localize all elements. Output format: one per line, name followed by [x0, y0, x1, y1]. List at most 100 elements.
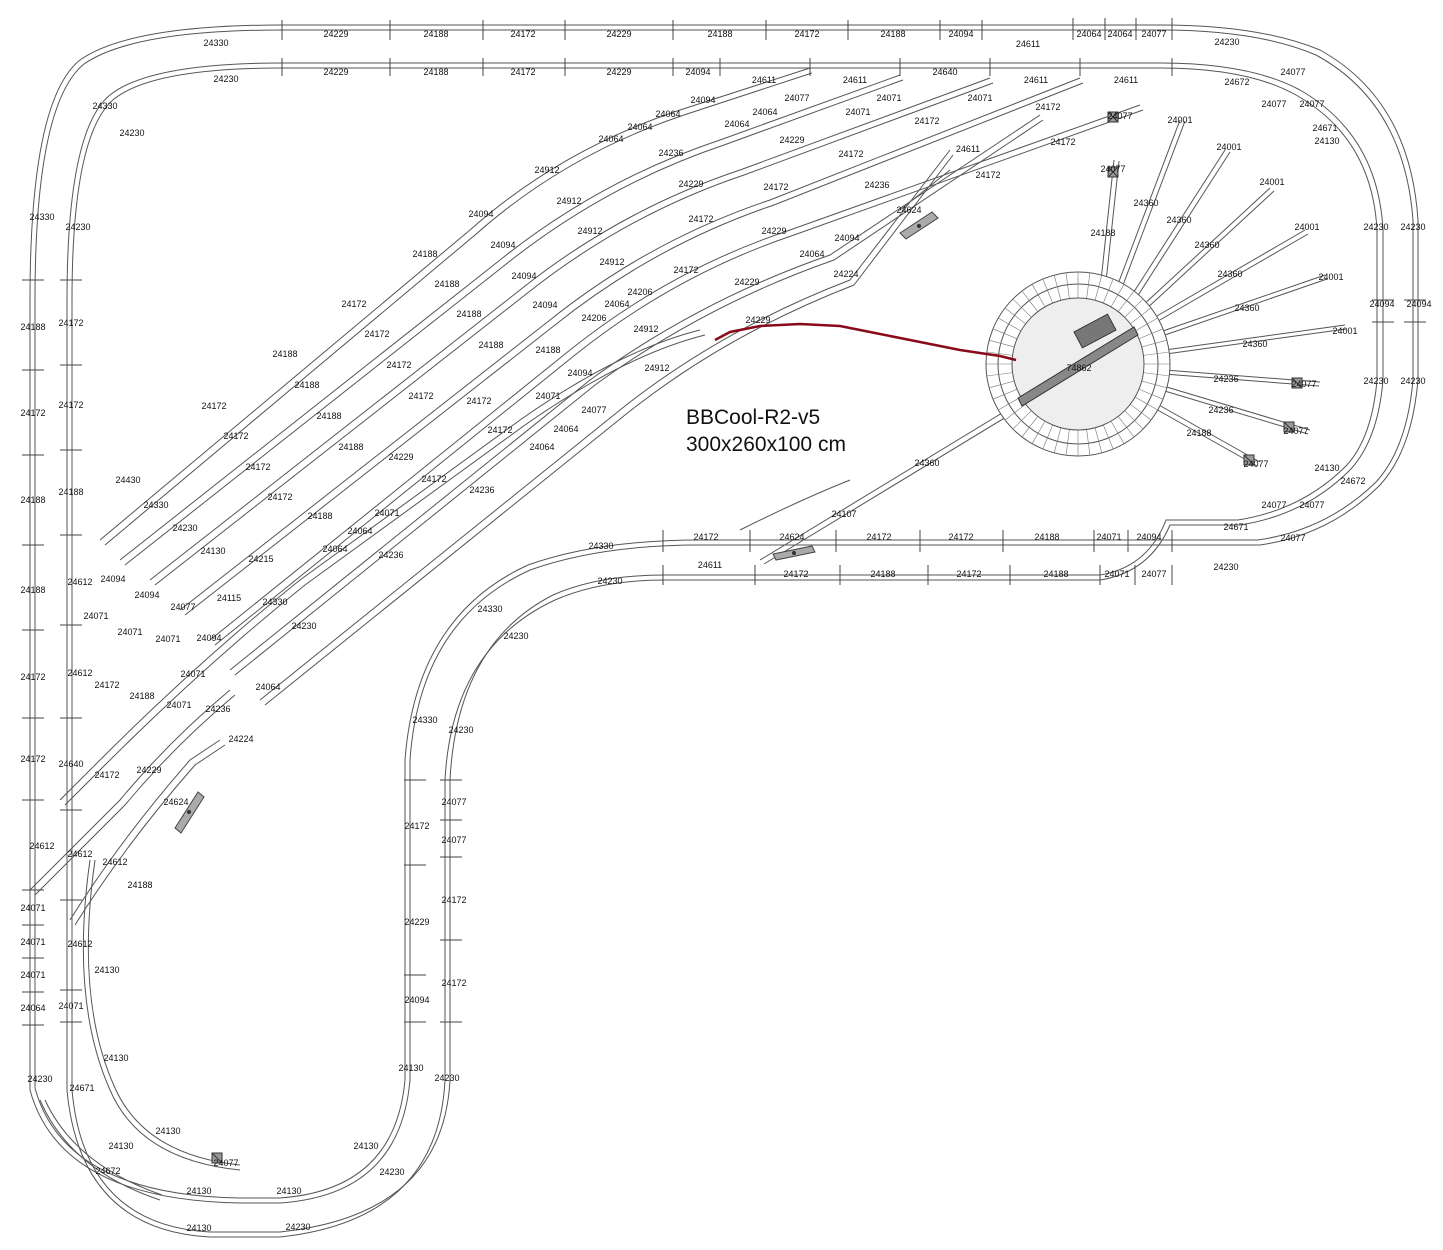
track-part-label: 24188: [423, 67, 448, 77]
track-part-label: 24672: [1224, 77, 1249, 87]
track-part-label: 24071: [20, 903, 45, 913]
track-part-label: 24077: [1141, 29, 1166, 39]
switch-motor-icon[interactable]: [174, 791, 205, 834]
track-part-label: 24230: [291, 621, 316, 631]
track-part-label: 24188: [1034, 532, 1059, 542]
track-part-label: 24071: [1104, 569, 1129, 579]
track-part-label: 24611: [1114, 75, 1138, 85]
track-part-label: 24172: [838, 149, 863, 159]
track-part-label: 24172: [421, 474, 446, 484]
track-part-label: 24001: [1332, 326, 1357, 336]
track-part-label: 24130: [276, 1186, 301, 1196]
track-part-label: 24640: [58, 759, 83, 769]
track-part-label: 24001: [1259, 177, 1284, 187]
track-part-label: 24094: [196, 633, 221, 643]
track-part-label: 24360: [914, 458, 939, 468]
switch-motor-icon[interactable]: [899, 211, 939, 240]
track-part-label: 24230: [1213, 562, 1238, 572]
track-part-label: 24071: [967, 93, 992, 103]
track-part-label: 24130: [353, 1141, 378, 1151]
section-joints: [22, 18, 1426, 1026]
buffer-stop-icon: [1107, 111, 1119, 123]
track-part-label: 24064: [627, 122, 652, 132]
track-part-label: 24229: [404, 917, 429, 927]
track-part-label: 24236: [378, 550, 403, 560]
track-part-label: 24172: [948, 532, 973, 542]
track-part-label: 24172: [408, 391, 433, 401]
track-part-label: 24188: [316, 411, 341, 421]
track-part-label: 24912: [599, 257, 624, 267]
turntable-cabin: [1073, 313, 1117, 349]
track-part-label: 24071: [845, 107, 870, 117]
track-part-label: 24071: [117, 627, 142, 637]
track-part-label: 24236: [658, 148, 683, 158]
track-part-label: 24360: [1194, 240, 1219, 250]
track-part-label: 24071: [535, 391, 560, 401]
track-part-label: 24624: [896, 205, 921, 215]
track-part-label: 24172: [245, 462, 270, 472]
track-part-label: 24188: [58, 487, 83, 497]
track-part-label: 24612: [67, 668, 92, 678]
layout-title-block: BBCool-R2-v5 300x260x100 cm: [686, 404, 846, 458]
highlighted-track-segment: [714, 322, 1017, 362]
track-part-label: 24077: [1299, 99, 1324, 109]
track-part-label: 24624: [163, 797, 188, 807]
track-part-label: 24230: [434, 1073, 459, 1083]
track-part-label: 24064: [553, 424, 578, 434]
track-part-label: 24077: [441, 797, 466, 807]
track-part-label: 24094: [948, 29, 973, 39]
track-part-label: 24064: [604, 299, 629, 309]
track-part-label: 24230: [379, 1167, 404, 1177]
track-part-label: 24229: [779, 135, 804, 145]
track-part-label: 24188: [478, 340, 503, 350]
track-part-label: 24077: [1283, 426, 1308, 436]
track-part-label: 24912: [633, 324, 658, 334]
track-part-label: 24224: [228, 734, 253, 744]
track-part-label: 24172: [94, 680, 119, 690]
track-part-label: 24172: [763, 182, 788, 192]
track-part-label: 24064: [598, 134, 623, 144]
track-part-label: 24611: [752, 75, 776, 85]
track-part-label: 24236: [1208, 405, 1233, 415]
track-part-label: 24071: [155, 634, 180, 644]
track-part-label: 24611: [843, 75, 867, 85]
track-part-label: 24001: [1318, 272, 1343, 282]
track-part-label: 24077: [1299, 500, 1324, 510]
track-part-label: 24206: [581, 313, 606, 323]
track-part-label: 24172: [956, 569, 981, 579]
track-part-label: 24172: [201, 401, 226, 411]
track-part-label: 24172: [58, 400, 83, 410]
track-part-label: 24611: [1016, 39, 1040, 49]
track-part-label: 24130: [1314, 136, 1339, 146]
track-part-label: 24172: [441, 895, 466, 905]
track-part-label: 24188: [535, 345, 560, 355]
buffer-stop-icon: [1291, 377, 1303, 389]
track-part-label: 24360: [1166, 215, 1191, 225]
turntable-bridge[interactable]: [1017, 326, 1139, 407]
track-part-label: 24611: [1024, 75, 1048, 85]
track-part-label: 24330: [477, 604, 502, 614]
track-part-label: 24094: [834, 233, 859, 243]
track-part-label: 24360: [1234, 303, 1259, 313]
track-part-label: 24071: [1096, 532, 1121, 542]
track-part-label: 24094: [134, 590, 159, 600]
track-part-label: 24640: [932, 67, 957, 77]
track-part-label: 24229: [606, 29, 631, 39]
track-part-label: 24130: [398, 1063, 423, 1073]
switch-motor-icon[interactable]: [772, 545, 816, 561]
track-part-label: 24077: [1291, 379, 1316, 389]
track-part-label: 24071: [876, 93, 901, 103]
track-part-label: 24130: [186, 1223, 211, 1233]
track-part-label: 24188: [1186, 428, 1211, 438]
track-part-label: 24077: [1107, 111, 1132, 121]
track-part-label: 24172: [404, 821, 429, 831]
outer-loop-track: [29, 24, 1419, 1204]
track-part-label: 24077: [170, 602, 195, 612]
track-part-label: 24130: [186, 1186, 211, 1196]
buffer-stop-icon: [1283, 421, 1295, 433]
track-part-label: 24077: [1280, 533, 1305, 543]
track-part-label: 24330: [262, 597, 287, 607]
track-part-label: 24172: [267, 492, 292, 502]
turntable: [985, 271, 1171, 457]
track-part-label: 24001: [1216, 142, 1241, 152]
